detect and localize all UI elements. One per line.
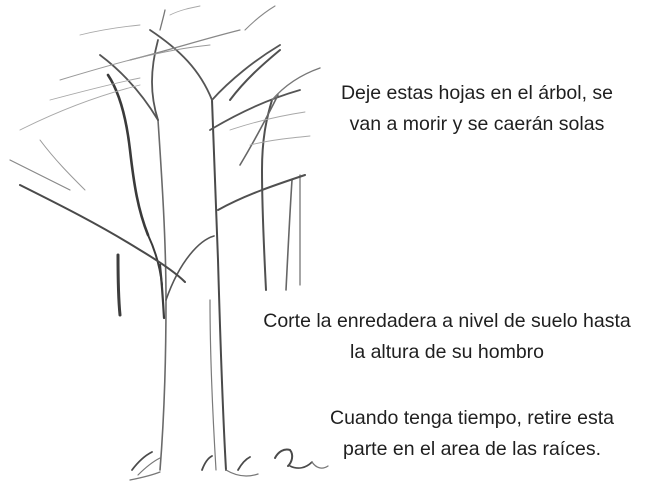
root-scribbles [131,448,329,476]
annotation-roots: Cuando tenga tiempo, retire esta parte e… [309,403,635,465]
right-trunk [217,49,321,291]
left-small-trunk [116,253,166,320]
annotation-roots-line1: Cuando tenga tiempo, retire esta [329,407,614,429]
annotation-leaves-line2: van a morir y se caerán solas [349,113,605,135]
annotation-roots-line2: parte en el area de las raíces. [343,438,601,460]
annotation-cut-line1: Corte la enredadera a nivel de suelo has… [263,310,631,332]
left-diagonal-branch [9,139,186,283]
main-branches [59,5,301,131]
annotation-leaves-line1: Deje estas hojas en el árbol, se [340,82,614,104]
annotation-cut-vine: Corte la enredadera a nivel de suelo has… [241,306,653,368]
annotation-cut-line2: la altura de su hombro [349,341,545,363]
faint-branch-scribbles [19,5,311,146]
main-trunk [129,99,259,481]
annotation-leaves: Deje estas hojas en el árbol, se van a m… [318,78,636,140]
